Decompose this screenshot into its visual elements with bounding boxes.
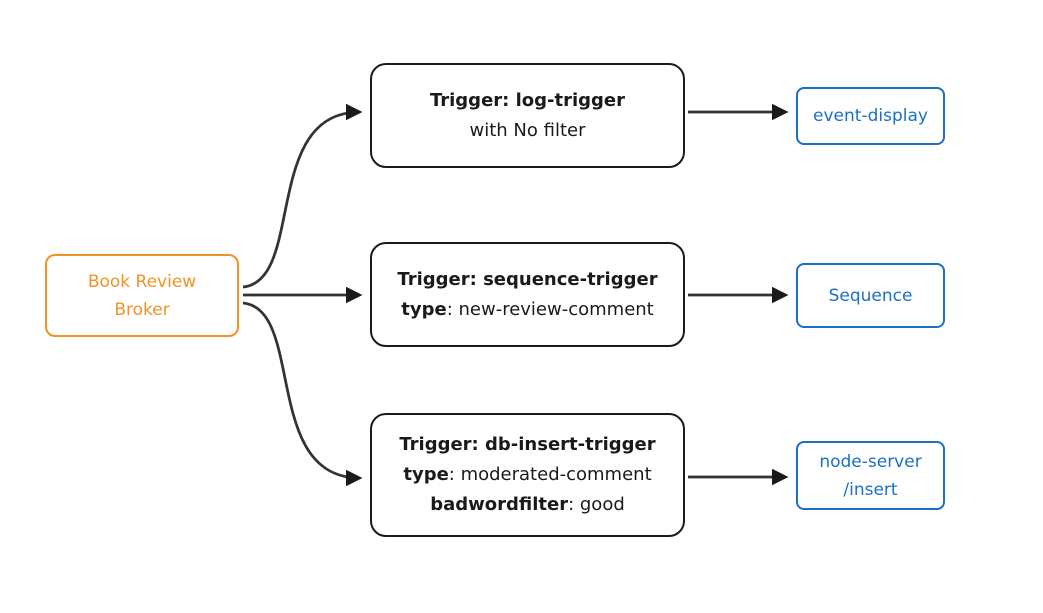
trigger-sequence-title: Trigger: sequence-trigger (397, 265, 657, 295)
target-node-sequence: Sequence (796, 263, 945, 328)
target-node-server-label-line1: node-server (819, 451, 922, 472)
trigger-sequence-type-rest: : new-review-comment (446, 298, 654, 320)
target-node-event-display: event-display (796, 87, 945, 145)
trigger-db-type: type: moderated-comment (403, 460, 651, 490)
broker-label-line2: Broker (114, 299, 170, 320)
target-node-server-label-line2: /insert (843, 479, 898, 500)
trigger-log-title-bold: Trigger: log-trigger (429, 89, 626, 111)
arrow-broker-to-db-insert-trigger (242, 301, 363, 487)
trigger-log-filter-rest: with No filter (469, 119, 586, 141)
trigger-db-badwordfilter-bold: badwordfilter (430, 494, 569, 515)
arrow-broker-to-log-trigger (242, 103, 363, 289)
trigger-node-sequence: Trigger: sequence-trigger type: new-revi… (370, 242, 685, 347)
trigger-db-badwordfilter: badwordfilter: good (430, 490, 625, 520)
trigger-log-title: Trigger: log-trigger (430, 86, 625, 116)
trigger-db-title-bold: Trigger: db-insert-trigger (399, 434, 656, 455)
trigger-db-type-rest: : moderated-comment (448, 464, 652, 485)
broker-label-line1: Book Review (87, 271, 197, 292)
target-event-display-label: event-display (813, 106, 928, 126)
trigger-sequence-type-bold: type (401, 298, 447, 320)
broker-node: Book Review Broker (45, 254, 239, 337)
trigger-log-filter: with No filter (470, 116, 586, 146)
target-sequence-label: Sequence (828, 285, 913, 306)
trigger-node-log: Trigger: log-trigger with No filter (370, 63, 685, 168)
trigger-sequence-title-bold: Trigger: sequence-trigger (397, 268, 658, 290)
trigger-node-db-insert: Trigger: db-insert-trigger type: moderat… (370, 413, 685, 537)
trigger-sequence-type: type: new-review-comment (401, 295, 653, 325)
trigger-db-type-bold: type (403, 464, 449, 485)
trigger-db-title: Trigger: db-insert-trigger (399, 430, 655, 460)
trigger-db-badwordfilter-rest: : good (568, 494, 625, 515)
target-node-node-server-insert: node-server /insert (796, 441, 945, 510)
